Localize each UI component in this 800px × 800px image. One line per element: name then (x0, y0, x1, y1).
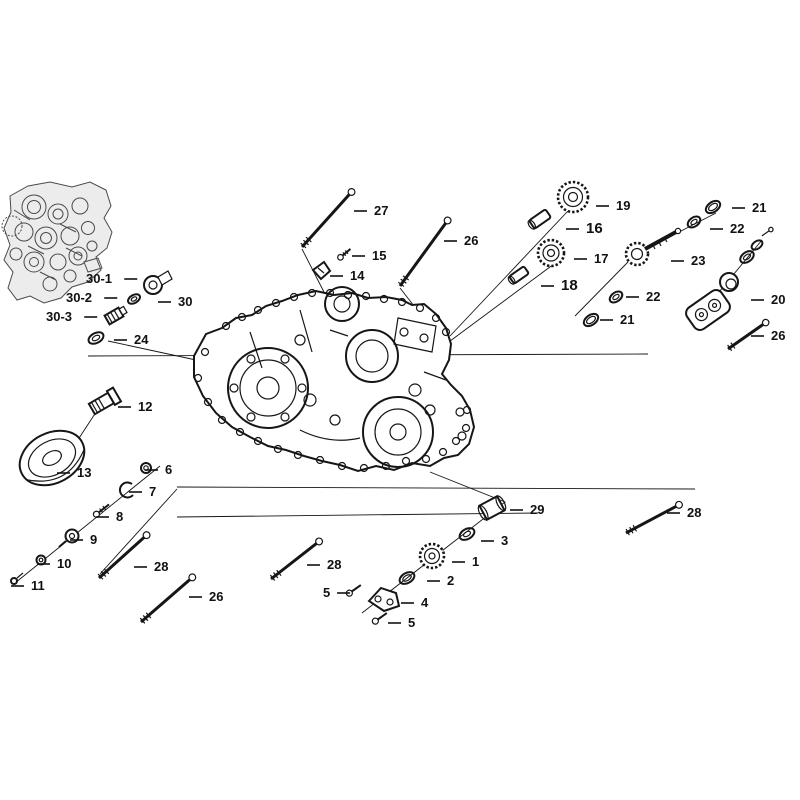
part-label-18-7: 18 (561, 277, 578, 294)
part-label-3-36: 3 (501, 533, 508, 548)
washer-10 (35, 554, 47, 566)
part-label-26-14: 26 (771, 328, 785, 343)
pin-11 (10, 572, 24, 585)
pin-18 (507, 265, 530, 285)
part-label-28-30: 28 (327, 557, 341, 572)
part-label-30-2-16: 30-2 (66, 290, 92, 305)
part-label-30-3-17: 30-3 (46, 309, 72, 324)
gear-shaft-23 (624, 227, 682, 267)
callout-labels: 27261514191617182122232221202630-130-230… (11, 198, 785, 630)
stud-bolt-26-bottom (139, 573, 197, 624)
part-label-10-26: 10 (57, 556, 71, 571)
washer-3 (458, 527, 476, 541)
part-label-16-5: 16 (586, 220, 603, 237)
part-label-20-13: 20 (771, 292, 785, 307)
oil-sentry-assembly-30 (103, 270, 173, 326)
part-label-15-2: 15 (372, 248, 386, 263)
pin-9 (58, 528, 80, 548)
part-label-21-12: 21 (620, 312, 634, 327)
part-label-22-9: 22 (730, 221, 744, 236)
part-label-17-6: 17 (594, 251, 608, 266)
retainer-7 (118, 481, 134, 499)
screw-5-lower (371, 612, 388, 625)
stud-bolt-28-right (625, 500, 683, 536)
stud-bolt-28-middle (269, 537, 324, 581)
screw-8 (92, 503, 110, 518)
part-label-1-35: 1 (472, 554, 479, 569)
part-label-9-25: 9 (90, 532, 97, 547)
gear-19 (556, 180, 590, 214)
crankcase-half (193, 286, 476, 473)
part-label-13-21: 13 (77, 465, 91, 480)
part-label-8-24: 8 (116, 509, 123, 524)
screw-5-upper (345, 584, 362, 597)
part-30-3 (103, 305, 128, 326)
bushing-29 (477, 494, 507, 522)
o-ring-2 (398, 571, 416, 585)
part-label-23-10: 23 (691, 253, 705, 268)
oil-filter-13 (18, 429, 86, 487)
part-label-21-8: 21 (752, 200, 766, 215)
part-label-30-18: 30 (178, 294, 192, 309)
part-label-26-29: 26 (209, 589, 223, 604)
pin-16 (527, 208, 552, 230)
washer-22-mid (608, 290, 624, 304)
bracket-4 (367, 586, 401, 613)
washer-6 (140, 462, 152, 474)
oil-pump-assembly-20 (685, 226, 774, 331)
washer-22-top (686, 215, 702, 229)
gear-17 (536, 238, 566, 268)
part-label-4-32: 4 (421, 595, 429, 610)
gear-1 (418, 542, 446, 570)
part-label-7-23: 7 (149, 484, 156, 499)
part-label-5-33: 5 (408, 615, 415, 630)
part-label-19-4: 19 (616, 198, 630, 213)
part-label-28-38: 28 (687, 505, 701, 520)
part-30-1 (143, 270, 173, 295)
engine-reference-thumbnail (1, 181, 113, 304)
screw-15 (337, 248, 352, 261)
part-label-30-1-15: 30-1 (86, 271, 112, 286)
part-label-29-37: 29 (530, 502, 544, 517)
part-label-6-22: 6 (165, 462, 172, 477)
part-label-26-1: 26 (464, 233, 478, 248)
o-ring-21-mid (582, 312, 600, 328)
stud-bolt-28-left (97, 531, 151, 580)
stud-bolt-26-top (397, 216, 452, 287)
washer-24 (87, 331, 105, 345)
fitting-12 (87, 386, 123, 416)
part-label-27-0: 27 (374, 203, 388, 218)
stud-bolt-26-right (727, 318, 770, 352)
part-label-2-34: 2 (447, 573, 454, 588)
o-ring-21-top (704, 199, 722, 215)
part-label-14-3: 14 (350, 268, 365, 283)
part-label-24-19: 24 (134, 332, 149, 347)
clip-14 (311, 260, 332, 281)
part-label-22-11: 22 (646, 289, 660, 304)
part-label-12-20: 12 (138, 399, 152, 414)
part-label-11-27: 11 (31, 578, 45, 593)
part-label-28-28: 28 (154, 559, 168, 574)
part-label-5-31: 5 (323, 585, 330, 600)
part-30-2 (127, 293, 141, 305)
stud-bolt-27 (300, 188, 356, 249)
